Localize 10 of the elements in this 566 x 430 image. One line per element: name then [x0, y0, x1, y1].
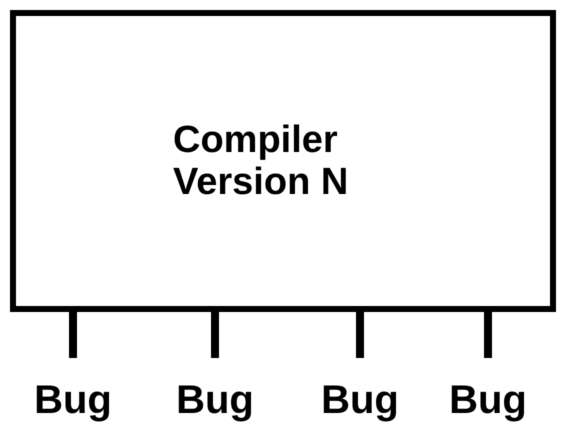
bug-label: Bug	[175, 378, 255, 423]
bug-label: Bug	[33, 378, 113, 423]
connector-line	[211, 312, 219, 358]
box-label: Compiler Version N	[173, 119, 350, 203]
bug-label: Bug	[320, 378, 400, 423]
connector-line	[484, 312, 492, 358]
compiler-box	[10, 10, 556, 312]
connector-line	[69, 312, 77, 358]
bug-label: Bug	[448, 378, 528, 423]
connector-line	[356, 312, 364, 358]
